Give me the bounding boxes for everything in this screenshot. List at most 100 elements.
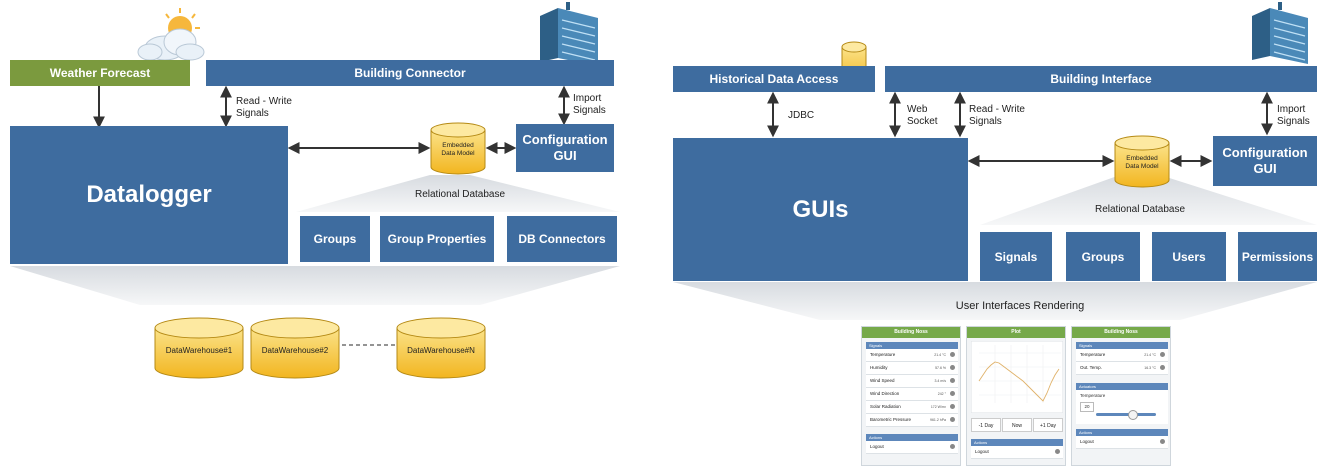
row-chevron-icon [1160, 439, 1165, 444]
building-interface-box: Building Interface [885, 66, 1317, 92]
configuration-gui-box-right: Configuration GUI [1213, 136, 1317, 186]
row-chevron-icon [1160, 365, 1165, 370]
screen3-row[interactable]: Out. Temp.16.3 °C [1076, 362, 1168, 375]
configuration-gui-line1: Configuration [522, 132, 608, 147]
row-chevron-icon [950, 378, 955, 383]
weather-forecast-box: Weather Forecast [10, 60, 190, 86]
signals-label: Signals [994, 249, 1038, 264]
warehouse-n-label: DataWarehouse#N [407, 346, 475, 355]
relational-database-label-left: Relational Database [414, 189, 506, 200]
screen3-signals-section: Signals [1076, 342, 1168, 349]
group-properties-box: Group Properties [380, 216, 494, 262]
screen3-slider-track[interactable] [1096, 413, 1156, 416]
screen1-signals-section: Signals [866, 342, 958, 349]
screen3-actuators-section: Actuators [1076, 383, 1168, 390]
now-button[interactable]: Now [1002, 418, 1032, 432]
permissions-label: Permissions [1241, 249, 1314, 264]
screen2-header: Plot [967, 327, 1065, 338]
screen3-logout[interactable]: Logout [1076, 436, 1168, 449]
left-db-shadow [296, 175, 620, 212]
row-chevron-icon [1055, 449, 1060, 454]
screen3-slider-panel: Temperature 20 [1076, 390, 1168, 424]
warehouse-2-label: DataWarehouse#2 [261, 346, 329, 355]
building-interface-label: Building Interface [1050, 72, 1152, 86]
configuration-gui-right-line2: GUI [1253, 161, 1277, 176]
building-connector-label: Building Connector [354, 66, 466, 80]
screen3-slider-value[interactable]: 20 [1080, 402, 1094, 412]
building-icon-right [1252, 2, 1308, 64]
screen3-slider-handle[interactable] [1128, 410, 1138, 420]
db-connectors-label: DB Connectors [518, 232, 606, 246]
next-day-button[interactable]: +1 Day [1033, 418, 1063, 432]
row-chevron-icon [950, 444, 955, 449]
screen1-actions-section: Actions [866, 434, 958, 441]
row-chevron-icon [1160, 352, 1165, 357]
warehouse-1-label: DataWarehouse#1 [165, 346, 233, 355]
warehouse-cylinder-n [396, 317, 486, 379]
weather-cloud-icon [137, 8, 205, 61]
right-db-shadow [980, 175, 1317, 225]
row-chevron-icon [950, 391, 955, 396]
screen2-actions-section: Actions [971, 439, 1063, 446]
screen3-actions-section: Actions [1076, 429, 1168, 436]
relational-database-label-right: Relational Database [1094, 204, 1186, 215]
screen2-plot-area [971, 341, 1063, 413]
user-interfaces-rendering-label: User Interfaces Rendering [955, 300, 1085, 312]
groups-box-right: Groups [1066, 232, 1140, 281]
row-chevron-icon [950, 365, 955, 370]
row-chevron-icon [950, 417, 955, 422]
right-embedded-cylinder [1114, 135, 1170, 188]
screen-plot: Plot -1 Day Now +1 Day Actions Logout [966, 326, 1066, 466]
datalogger-box: Datalogger [10, 126, 288, 264]
groups-label-right: Groups [1081, 249, 1125, 264]
configuration-gui-line2: GUI [553, 148, 577, 163]
jdbc-label: JDBC [788, 110, 815, 121]
left-embedded-cylinder [430, 122, 486, 175]
configuration-gui-right-line1: Configuration [1222, 145, 1308, 160]
db-connectors-box: DB Connectors [507, 216, 617, 262]
groups-box-left: Groups [300, 216, 370, 262]
screen1-logout[interactable]: Logout [866, 441, 958, 454]
right-rendering-shadow [673, 282, 1317, 320]
group-properties-label: Group Properties [387, 232, 487, 246]
screen2-logout[interactable]: Logout [971, 446, 1063, 459]
row-chevron-icon [950, 404, 955, 409]
datalogger-label: Datalogger [86, 181, 212, 208]
users-box: Users [1152, 232, 1226, 281]
guis-label: GUIs [792, 195, 849, 223]
permissions-box: Permissions [1238, 232, 1317, 281]
row-chevron-icon [950, 352, 955, 357]
left-warehouse-shadow [10, 266, 620, 305]
screen3-header: Building Noss [1072, 327, 1170, 338]
users-label: Users [1172, 249, 1206, 264]
historical-data-access-box: Historical Data Access [673, 66, 875, 92]
warehouse-cylinder-1 [154, 317, 244, 379]
screen3-slider-label: Temperature [1080, 393, 1106, 398]
groups-label-left: Groups [313, 232, 357, 246]
warehouse-cylinder-2 [250, 317, 340, 379]
screen1-header: Building Noss [862, 327, 960, 338]
building-icon-left [540, 2, 598, 66]
building-connector-box: Building Connector [206, 60, 614, 86]
screen2-plot-line [978, 361, 1060, 402]
historical-data-access-label: Historical Data Access [709, 72, 839, 86]
prev-day-button[interactable]: -1 Day [971, 418, 1001, 432]
configuration-gui-box-left: Configuration GUI [516, 124, 614, 172]
